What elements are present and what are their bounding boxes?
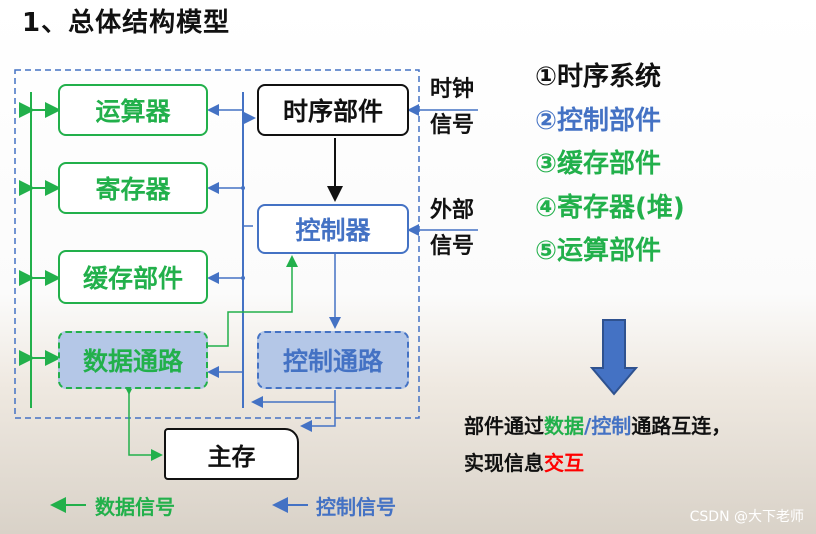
legend-data-signal: 数据信号: [95, 495, 175, 519]
main-memory-box: 主存: [164, 428, 299, 480]
system-item-timing: ①时序系统: [535, 62, 662, 92]
watermark: CSDN @大下老师: [689, 509, 804, 525]
page-title: 1、总体结构模型: [22, 8, 231, 38]
clock-signal-label: 时钟 信号: [430, 77, 475, 138]
register-box: 寄存器: [58, 162, 208, 214]
external-signal-label: 外部 信号: [430, 198, 475, 259]
legend-control-signal: 控制信号: [316, 495, 396, 519]
system-item-alu: ⑤运算部件: [535, 236, 662, 266]
system-frame: [14, 69, 420, 419]
system-item-register: ④寄存器(堆): [535, 192, 685, 223]
timing-unit-box: 时序部件: [257, 84, 409, 136]
system-item-cache: ③缓存部件: [535, 149, 662, 179]
alu-box: 运算器: [58, 84, 208, 136]
summary-note: 部件通过数据/控制通路互连， 实现信息交互: [464, 414, 732, 475]
data-path-box: 数据通路: [58, 331, 208, 389]
down-arrow-icon: [589, 319, 639, 396]
systems-list: ①时序系统 ②控制部件 ③缓存部件 ④寄存器(堆) ⑤运算部件: [535, 56, 685, 274]
control-path-box: 控制通路: [257, 331, 409, 389]
system-item-control: ②控制部件: [535, 105, 662, 136]
controller-box: 控制器: [257, 204, 409, 254]
cache-box: 缓存部件: [58, 250, 208, 304]
